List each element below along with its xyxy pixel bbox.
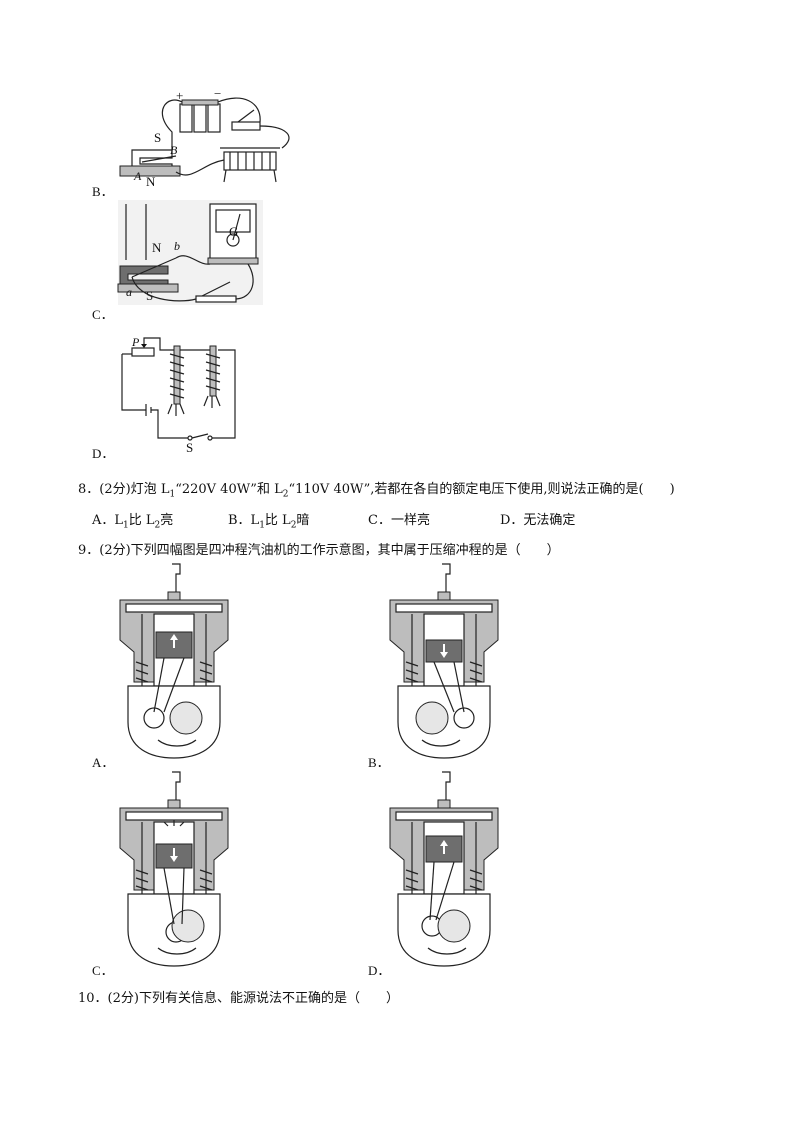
option-d-diagram: P S	[121, 335, 236, 455]
svg-text:N: N	[152, 240, 162, 255]
svg-text:P: P	[131, 335, 140, 349]
engine-diagram-d	[389, 771, 499, 967]
battery-icon	[179, 99, 221, 133]
svg-text:+: +	[176, 88, 183, 103]
q9-option-d-label[interactable]: D．	[368, 963, 391, 978]
q9-option-a-label[interactable]: A．	[92, 755, 115, 770]
question-9-text: 9．(2分)下列四幅图是四冲程汽油机的工作示意图，其中属于压缩冲程的是（ ）	[78, 543, 560, 558]
engine-icon	[119, 563, 229, 759]
svg-text:N: N	[146, 174, 156, 189]
engine-icon	[119, 771, 229, 967]
u-magnet-icon	[119, 149, 181, 177]
engine-icon	[389, 771, 499, 967]
engine-icon	[389, 563, 499, 759]
svg-text:A: A	[133, 169, 142, 183]
svg-text:S: S	[186, 440, 193, 455]
svg-text:S: S	[154, 130, 161, 145]
electromagnet-icon	[167, 345, 185, 416]
option-b-label: B．	[92, 184, 114, 199]
svg-text:G: G	[229, 224, 238, 239]
svg-text:b: b	[174, 239, 180, 253]
q9-option-b-label[interactable]: B．	[368, 755, 390, 770]
svg-text:a: a	[126, 285, 132, 299]
svg-text:−: −	[214, 86, 221, 101]
question-8-text: 8．(2分)灯泡 L1“220V 40W”和 L2“110V 40W”,若都在各…	[78, 482, 675, 500]
engine-diagram-b	[389, 563, 499, 759]
q9-option-c-label[interactable]: C．	[92, 963, 114, 978]
u-magnet-icon	[117, 257, 179, 293]
option-d-label: D．	[92, 446, 115, 461]
option-c-label: C．	[92, 307, 114, 322]
engine-diagram-a	[119, 563, 229, 759]
q8-choice-b[interactable]: B．L1比 L2暗	[228, 513, 310, 531]
option-b-diagram: + − S B A N	[119, 86, 290, 189]
q8-choice-d[interactable]: D．无法确定	[500, 513, 576, 528]
svg-text:B: B	[170, 143, 178, 157]
galvanometer-icon	[207, 203, 259, 265]
question-10-text: 10．(2分)下列有关信息、能源说法不正确的是（ ）	[78, 991, 399, 1006]
rheostat-icon	[220, 147, 280, 183]
switch-icon	[231, 109, 261, 131]
q8-choice-a[interactable]: A．L1比 L2亮	[92, 513, 174, 531]
q8-choice-c[interactable]: C．一样亮	[368, 513, 430, 528]
engine-diagram-c	[119, 771, 229, 967]
option-c-diagram: N S a b G	[117, 200, 263, 305]
rheostat-icon	[131, 347, 155, 357]
electromagnet-icon	[203, 345, 221, 408]
